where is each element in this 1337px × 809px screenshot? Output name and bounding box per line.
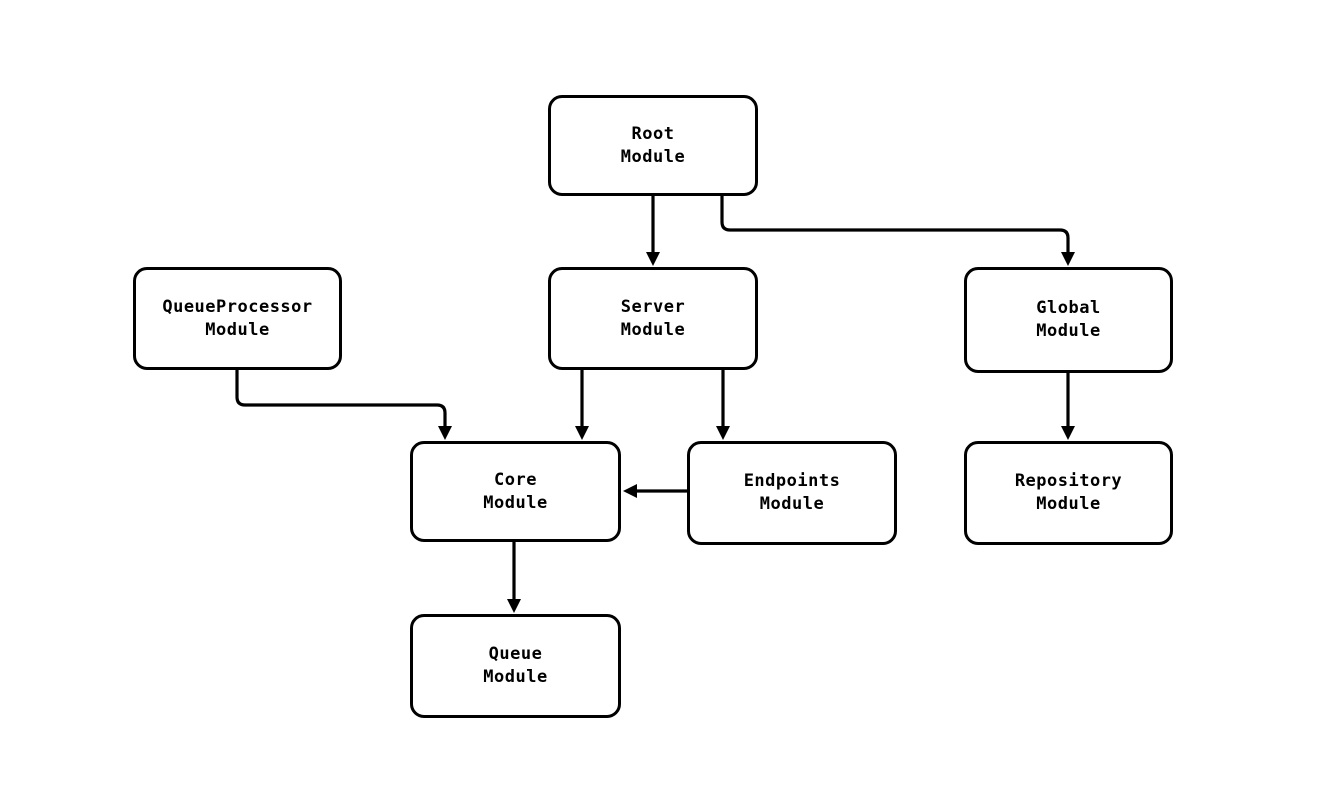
node-queueprocessor-module[interactable]: QueueProcessor Module <box>133 267 342 370</box>
node-server-module[interactable]: Server Module <box>548 267 758 370</box>
edge-root-to-global <box>720 196 1075 266</box>
node-root-module-title: Root <box>631 123 675 144</box>
node-core-module-title: Core <box>494 469 537 490</box>
node-core-module-suffix: Module <box>483 492 548 513</box>
node-queue-module-suffix: Module <box>483 667 548 687</box>
node-queueprocessor-module-title: QueueProcessor <box>162 296 313 317</box>
node-endpoints-module-suffix: Module <box>759 494 825 514</box>
node-root-module[interactable]: Root Module <box>548 95 758 196</box>
node-repository-module[interactable]: Repository Module <box>964 441 1173 545</box>
node-global-module-suffix: Module <box>1036 321 1101 341</box>
node-endpoints-module-title: Endpoints <box>743 471 841 491</box>
node-root-module-suffix: Module <box>620 146 686 167</box>
node-queue-module-title: Queue <box>488 644 543 664</box>
node-repository-module-title: Repository <box>1014 471 1123 491</box>
node-core-module[interactable]: Core Module <box>410 441 621 542</box>
node-endpoints-module[interactable]: Endpoints Module <box>687 441 897 545</box>
node-repository-module-suffix: Module <box>1036 494 1101 514</box>
node-global-module-title: Global <box>1036 298 1101 318</box>
node-global-module[interactable]: Global Module <box>964 267 1173 373</box>
node-queueprocessor-module-suffix: Module <box>205 319 270 340</box>
node-server-module-title: Server <box>620 296 686 317</box>
node-server-module-suffix: Module <box>620 319 686 340</box>
edge-queueprocessor-to-core <box>235 370 452 440</box>
node-queue-module[interactable]: Queue Module <box>410 614 621 718</box>
